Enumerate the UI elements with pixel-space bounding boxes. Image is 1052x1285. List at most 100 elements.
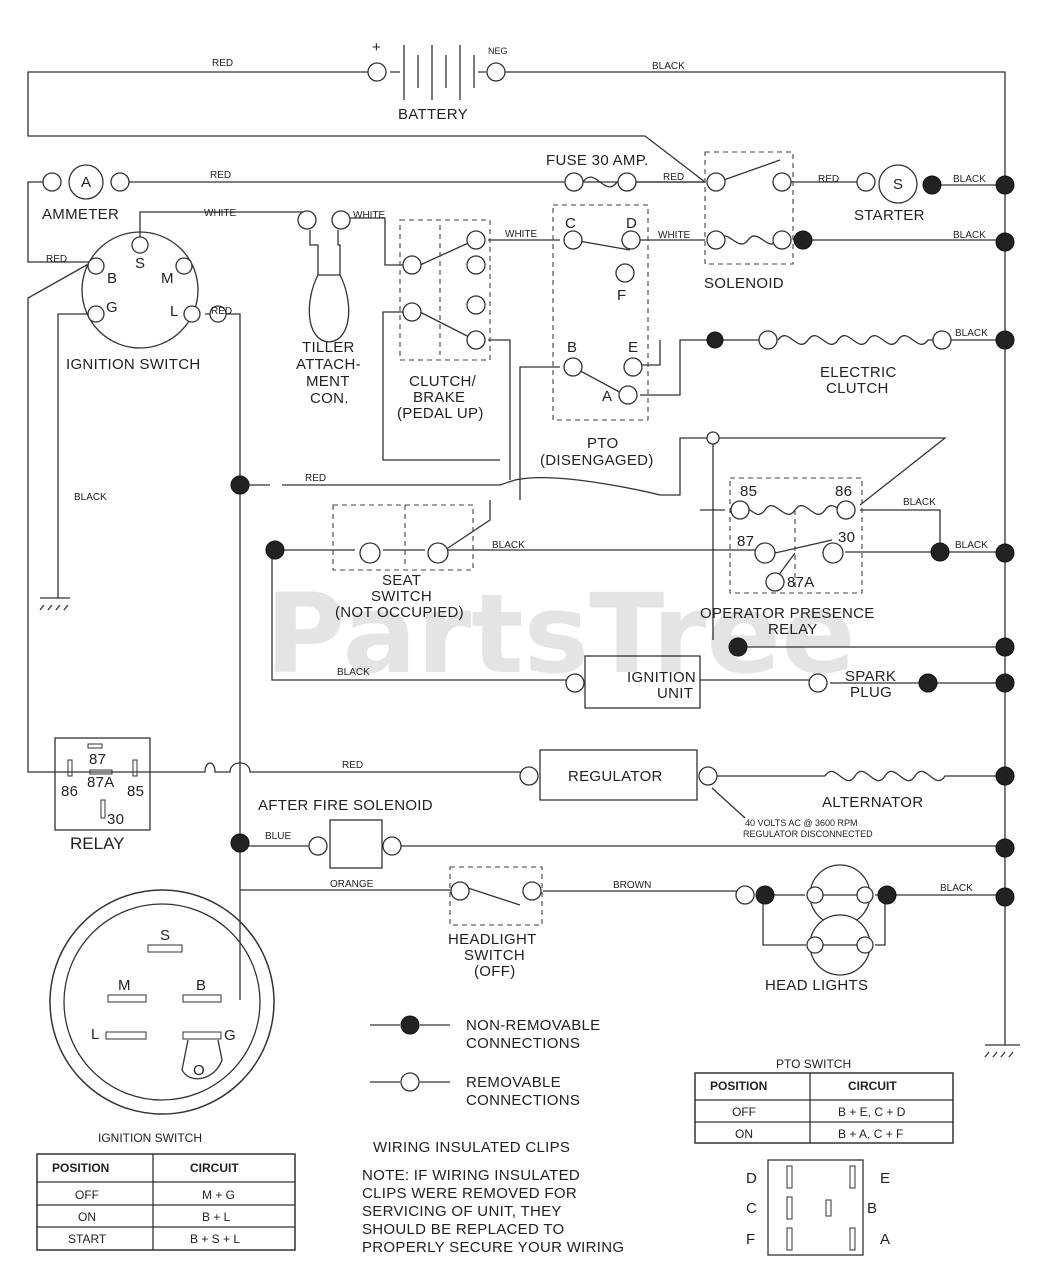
relay-pin-85: 85 [127,783,144,800]
note-line-3: SERVICING OF UNIT, THEY [362,1203,562,1220]
after-fire-label: AFTER FIRE SOLENOID [258,797,433,814]
ignition-table-r2c2: B + L [202,1210,231,1224]
relay-label: RELAY [70,834,125,853]
tiller-label-1: TILLER [302,339,355,356]
ign-b-label: B [107,270,117,287]
seat-label-1: SEAT [382,572,421,589]
pto-table-h1: POSITION [710,1079,767,1093]
relay-87-label: 87 [737,533,754,550]
fuse-label: FUSE 30 AMP. [546,152,649,169]
pto-label-2: (DISENGAGED) [540,452,654,469]
battery-minus-label: NEG [488,46,508,56]
pto-conn-d: D [746,1170,757,1187]
wire-blue: BLUE [265,831,291,842]
ignition-table-title: IGNITION SWITCH [98,1131,202,1145]
wire-red-fuse: RED [663,172,684,183]
ignition-table-h1: POSITION [52,1161,109,1175]
watermark: PartsTree [265,570,856,698]
electric-clutch: ELECTRIC CLUTCH [758,330,952,397]
pto-a-label: A [602,388,612,405]
spark-label-2: PLUG [850,684,892,701]
wire-orange: ORANGE [330,879,374,890]
junction-node [706,431,720,445]
solenoid-label: SOLENOID [704,275,784,292]
connection-legend: NON-REMOVABLE CONNECTIONS REMOVABLE CONN… [370,1015,600,1109]
pto-table-title: PTO SWITCH [776,1057,851,1071]
pto-table-r2c2: B + A, C + F [838,1127,903,1141]
wire-red-battery: RED [212,58,233,69]
relay-85a-label: 85 [740,483,757,500]
pto-switch: C D F B E A PTO (DISENGAGED) [540,215,654,469]
wire-black-starter: BLACK [953,174,986,185]
pto-switch-table: PTO SWITCH POSITION CIRCUIT OFF B + E, C… [694,1057,954,1144]
pto-conn-b: B [867,1200,877,1217]
ignition-switch-label: IGNITION SWITCH [66,356,201,373]
clutch-label-2: BRAKE [413,389,465,406]
ignition-table-r3c1: START [68,1232,107,1246]
wire-black-solenoid: BLACK [953,230,986,241]
tiller-label-3: MENT [306,373,350,390]
ignition-unit-label-1: IGNITION [627,669,696,686]
ign-m-label: M [161,270,174,287]
note-line-2: CLIPS WERE REMOVED FOR [362,1185,577,1202]
pto-c-label: C [565,215,576,232]
headlight-switch-label-3: (OFF) [474,963,515,980]
relay-pinout: 87 87A 86 85 30 RELAY [54,737,151,853]
legend-removable-1: REMOVABLE [466,1074,561,1091]
ignition-table-r2c1: ON [78,1210,96,1224]
headlight-switch-label-2: SWITCH [464,947,525,964]
legend-non-removable-2: CONNECTIONS [466,1035,580,1052]
pto-table-r1c1: OFF [732,1105,756,1119]
sw-b-label: B [196,977,206,994]
non-removable-connections [230,175,1015,907]
battery-label: BATTERY [398,106,468,123]
wire-white-ignition: WHITE [204,208,237,219]
ign-s-label: S [135,255,145,272]
wire-white-tiller: WHITE [353,210,386,221]
alternator-label: ALTERNATOR [822,794,923,811]
relay-pin-30: 30 [107,811,124,828]
pto-d-label: D [626,215,637,232]
operator-presence-relay: 85 86 87 30 87A OPERATOR PRESENCE RELAY [700,483,874,638]
wire-black-ignition-unit: BLACK [337,667,370,678]
pto-conn-a: A [880,1231,890,1248]
starter-label: STARTER [854,207,925,224]
seat-switch: SEAT SWITCH (NOT OCCUPIED) [335,542,464,621]
starter: S STARTER [854,164,925,224]
starter-symbol: S [893,176,903,193]
pto-b-label: B [567,339,577,356]
tiller-connector: TILLER ATTACH- MENT CON. [296,210,361,407]
ign-l-label: L [170,303,179,320]
tiller-label-2: ATTACH- [296,356,361,373]
relay-87a-label: 87A [787,574,815,591]
seat-label-2: SWITCH [371,588,432,605]
relay-30-label: 30 [838,529,855,546]
relay-pin-87: 87 [89,751,106,768]
wire-labels: RED BLACK RED WHITE WHITE WHITE RED WHIT… [46,58,988,894]
pto-conn-c: C [746,1200,757,1217]
sw-m-label: M [118,977,131,994]
sw-s-label: S [160,927,170,944]
ignition-table-h2: CIRCUIT [190,1161,239,1175]
relay-86-label: 86 [835,483,852,500]
sw-g-label: G [224,1027,236,1044]
ignition-switch-face: S M B L G O [49,889,275,1115]
note-line-5: PROPERLY SECURE YOUR WIRING [362,1239,624,1256]
electric-clutch-label-1: ELECTRIC [820,364,897,381]
legend-non-removable-1: NON-REMOVABLE [466,1017,600,1034]
pto-label-1: PTO [587,435,618,452]
pto-table-r1c2: B + E, C + D [838,1105,906,1119]
pto-f-label: F [617,287,626,304]
wire-black-relay: BLACK [955,540,988,551]
wire-red-regulator: RED [342,760,363,771]
tiller-label-4: CON. [310,390,349,407]
regulator-alternator: REGULATOR ALTERNATOR 40 VOLTS AC @ 3600 … [519,766,923,839]
head-lights-label: HEAD LIGHTS [765,977,868,994]
legend-removable-2: CONNECTIONS [466,1092,580,1109]
sw-o-label: O [193,1062,205,1079]
ignition-table-r1c2: M + G [202,1188,235,1202]
insulated-clips-note: WIRING INSULATED CLIPS NOTE: IF WIRING I… [362,1139,624,1256]
pto-connector-face: D C F E B A [746,1159,890,1256]
